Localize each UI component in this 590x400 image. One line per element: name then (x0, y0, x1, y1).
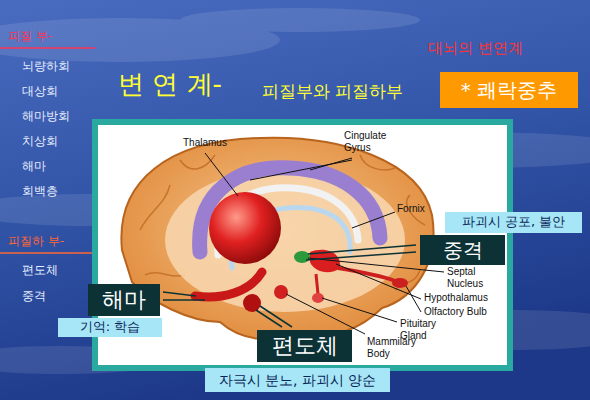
callout-text: 편도체 (272, 333, 338, 358)
callout-text: 해마 (102, 287, 146, 312)
anatomy-label: Cingulate Gyrus (344, 130, 396, 153)
anatomy-label: Fornix (397, 203, 425, 215)
part-name: 대상회 (22, 85, 58, 99)
slide-title: 변 연 계- (118, 70, 222, 100)
part-name: 편도체 (22, 264, 58, 278)
callout-text: 파괴시 공포, 불안 (462, 215, 565, 230)
brain-drawing (121, 138, 433, 340)
callout-box: 편도체 (257, 330, 352, 362)
subtitle: 피질부와 피질하부 (262, 82, 403, 102)
callout-box: 해마 (88, 284, 160, 316)
highlight-box: * 쾌락중추 (440, 72, 578, 108)
section-heading: 대뇌의 변연계 (428, 40, 523, 57)
part-name: 해마 (22, 160, 46, 174)
anatomy-label: Hypothalamus (424, 292, 488, 304)
anatomy-label: Septal Nucleus (447, 266, 503, 289)
callout-box: 중격 (420, 235, 505, 265)
watercolor-texture (0, 8, 590, 374)
group-heading: 피질 부- (8, 30, 52, 44)
leader-lines (205, 153, 444, 334)
part-name: 해마방회 (22, 110, 70, 124)
part-name: 회백층 (22, 185, 58, 199)
callout-text: * 쾌락중추 (461, 79, 557, 102)
callout-text: 중격 (443, 239, 483, 262)
callout-text: 기억: 학습 (80, 320, 141, 335)
note-box: 자극시 분노, 파괴시 양순 (205, 368, 390, 392)
underline (0, 47, 95, 49)
underline (0, 252, 95, 254)
note-box: 파괴시 공포, 불안 (445, 212, 582, 233)
group-heading: 피질하 부- (8, 235, 64, 249)
callout-leaders (163, 245, 416, 327)
anatomy-label: Mammilary Body (367, 336, 421, 359)
anatomy-label: Thalamus (183, 137, 227, 149)
note-box: 기억: 학습 (58, 318, 162, 337)
anatomy-label: Olfactory Bulb (424, 306, 487, 318)
part-name: 치상회 (22, 135, 58, 149)
part-name: 뇌량하회 (22, 60, 70, 74)
part-name: 중격 (22, 290, 46, 304)
callout-text: 자극시 분노, 파괴시 양순 (219, 372, 377, 388)
